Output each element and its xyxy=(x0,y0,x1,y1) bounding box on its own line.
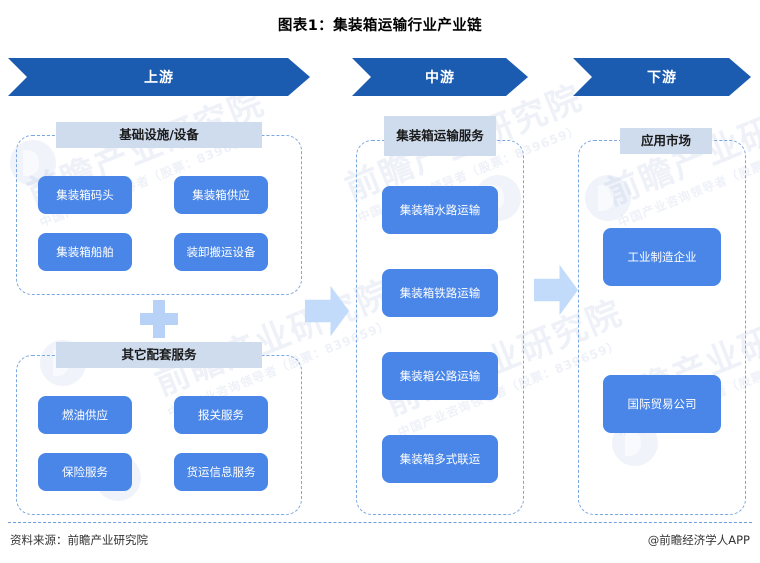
group-label-transport-services: 集装箱运输服务 xyxy=(384,116,496,156)
node-upstream-3[interactable]: 集装箱船舶 xyxy=(38,233,132,271)
plus-icon xyxy=(140,300,178,338)
banner-downstream: 下游 xyxy=(573,58,751,96)
group-label-infrastructure: 基础设施/设备 xyxy=(56,122,262,148)
column-downstream: 下游 xyxy=(573,58,751,96)
node-upstream-1[interactable]: 集装箱码头 xyxy=(38,176,132,214)
flow-arrow-midstream-to-downstream-icon xyxy=(534,264,578,316)
node-midstream-3[interactable]: 集装箱公路运输 xyxy=(382,352,498,400)
group-label-application-market: 应用市场 xyxy=(620,128,712,154)
app-attribution: @前瞻经济学人APP xyxy=(647,533,750,547)
group-label-support-services: 其它配套服务 xyxy=(56,342,262,368)
node-downstream-1[interactable]: 工业制造企业 xyxy=(603,228,721,286)
node-downstream-2[interactable]: 国际贸易公司 xyxy=(603,375,721,433)
group-infrastructure xyxy=(16,135,302,295)
node-midstream-2[interactable]: 集装箱铁路运输 xyxy=(382,269,498,317)
node-midstream-4[interactable]: 集装箱多式联运 xyxy=(382,435,498,483)
node-upstream-6[interactable]: 报关服务 xyxy=(174,396,268,434)
node-upstream-7[interactable]: 保险服务 xyxy=(38,453,132,491)
node-upstream-2[interactable]: 集装箱供应 xyxy=(174,176,268,214)
node-upstream-4[interactable]: 装卸搬运设备 xyxy=(174,233,268,271)
group-application-market xyxy=(578,140,746,515)
column-upstream: 上游 xyxy=(8,58,310,96)
chart-title: 图表1：集装箱运输行业产业链 xyxy=(277,18,483,34)
group-support-services xyxy=(16,355,302,515)
node-midstream-1[interactable]: 集装箱水路运输 xyxy=(382,186,498,234)
column-midstream: 中游 xyxy=(352,58,528,96)
banner-upstream: 上游 xyxy=(8,58,310,96)
source-text: 资料来源：前瞻产业研究院 xyxy=(10,533,148,547)
banner-midstream: 中游 xyxy=(352,58,528,96)
node-upstream-8[interactable]: 货运信息服务 xyxy=(174,453,268,491)
footer-divider xyxy=(8,522,752,523)
node-upstream-5[interactable]: 燃油供应 xyxy=(38,396,132,434)
flow-arrow-upstream-to-midstream-icon xyxy=(305,285,349,337)
